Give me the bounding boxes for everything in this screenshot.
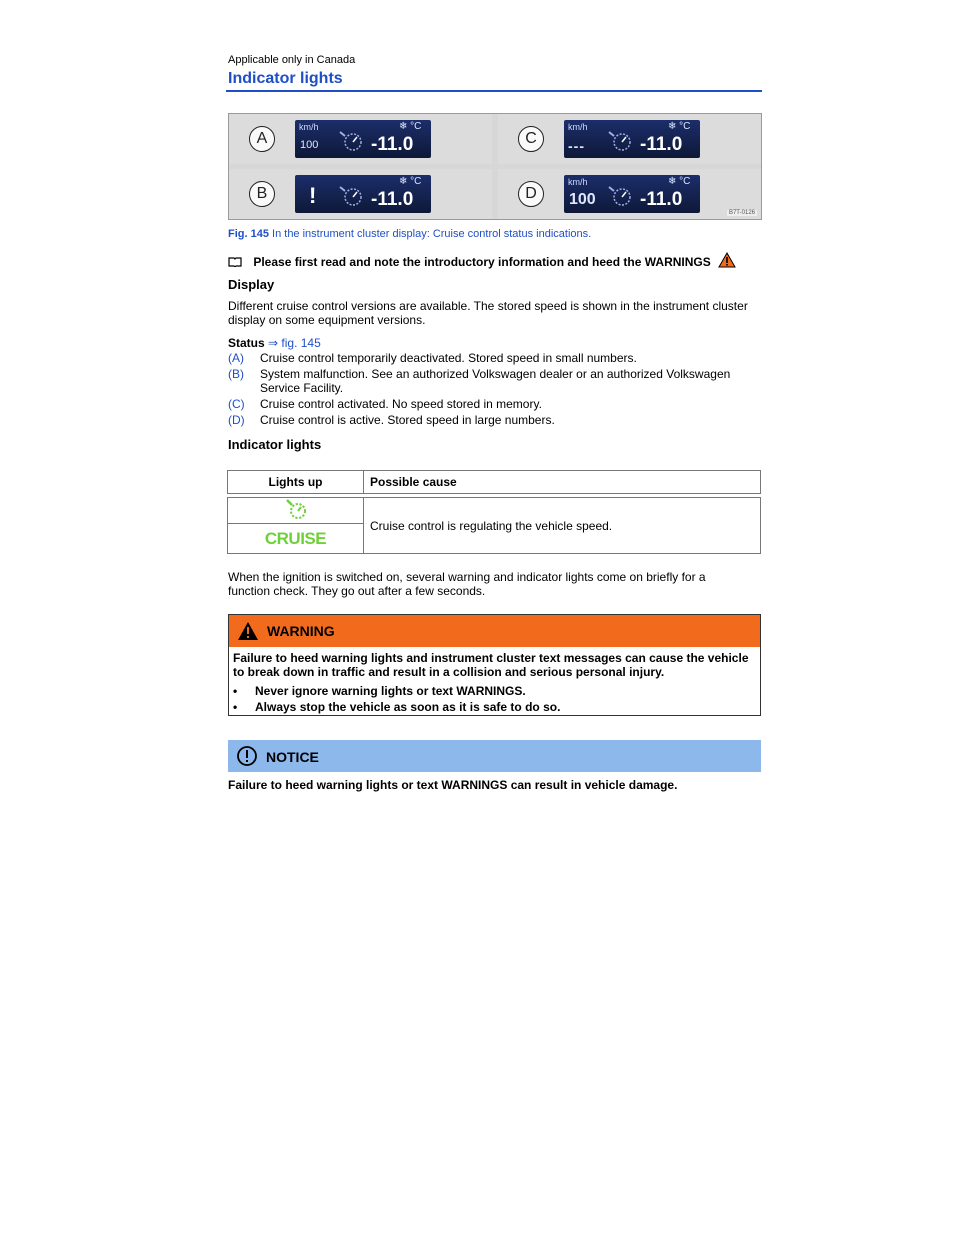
cruise-text-icon: CRUISE	[264, 528, 327, 548]
figure-cell-b: B ! ❄ °C -11.0	[229, 169, 492, 219]
status-item-c: (C) Cruise control activated. No speed s…	[228, 397, 748, 411]
column-header-lights-up: Lights up	[227, 470, 364, 494]
section-label: Applicable only in Canada	[228, 54, 356, 66]
cruise-status-figure: A km/h 100 ❄ °C -11.0 C km/h --- ❄ °C -1…	[228, 113, 762, 220]
indicator-cell	[227, 497, 364, 524]
figure-letter: C	[518, 126, 544, 152]
snowflake-icon: ❄ °C	[399, 121, 422, 132]
cruise-gauge-icon	[339, 186, 362, 206]
cluster-display: km/h 100 ❄ °C -11.0	[295, 120, 431, 158]
column-header-possible-cause: Possible cause	[363, 470, 761, 494]
ignition-note: When the ignition is switched on, severa…	[228, 570, 706, 598]
malfunction-icon: !	[309, 183, 317, 208]
indicator-table: Lights up Possible cause Cruise control …	[227, 470, 761, 554]
temp-unit: °C	[410, 121, 422, 132]
warning-body: Failure to heed warning lights and instr…	[233, 651, 749, 679]
warning-title: WARNING	[267, 623, 335, 639]
cluster-display: km/h 100 ❄ °C -11.0	[564, 175, 700, 213]
speed-unit: km/h	[299, 122, 319, 132]
figure-letter: B	[249, 181, 275, 207]
figure-letter: D	[518, 181, 544, 207]
temp-unit: °C	[679, 121, 691, 132]
outside-temp: -11.0	[371, 189, 414, 210]
snowflake-icon: ❄ °C	[399, 176, 422, 187]
cruise-gauge-icon	[339, 131, 362, 151]
warning-box: WARNING Failure to heed warning lights a…	[228, 614, 761, 716]
read-first-note: Please first read and note the introduct…	[228, 251, 736, 269]
figure-letter: A	[249, 126, 275, 152]
read-first-text: Please first read and note the introduct…	[253, 255, 711, 269]
notice-body: Failure to heed warning lights or text W…	[228, 778, 678, 792]
table-row: Cruise control is regulating the vehicle…	[227, 497, 761, 554]
stored-speed: 100	[569, 191, 596, 208]
status-text: Cruise control temporarily deactivated. …	[260, 351, 637, 365]
warning-header: WARNING	[229, 615, 760, 647]
status-tag: (B)	[228, 367, 244, 381]
snowflake-icon: ❄ °C	[668, 121, 691, 132]
outside-temp: -11.0	[640, 189, 683, 210]
display-body: Different cruise control versions are av…	[228, 299, 748, 327]
figure-caption: Fig. 145 In the instrument cluster displ…	[228, 228, 591, 240]
speed-unit: km/h	[568, 122, 588, 132]
status-tag: (D)	[228, 413, 245, 427]
status-text: Cruise control is active. Stored speed i…	[260, 413, 555, 427]
status-tag: (A)	[228, 351, 244, 365]
table-row: CRUISE	[227, 523, 761, 554]
bullet-icon: •	[233, 700, 238, 714]
figure-caption-label: Fig. 145	[228, 228, 269, 240]
indicator-cell: CRUISE	[227, 523, 364, 554]
bullet-text: Never ignore warning lights or text WARN…	[255, 684, 526, 698]
status-item-d: (D) Cruise control is active. Stored spe…	[228, 413, 748, 427]
table-header-row: Lights up Possible cause	[227, 470, 761, 494]
display-heading: Display	[228, 277, 275, 292]
status-text: Cruise control activated. No speed store…	[260, 397, 542, 411]
warning-triangle-icon	[238, 622, 258, 640]
bullet-icon: •	[233, 684, 238, 698]
status-label: Status	[228, 336, 265, 350]
book-icon	[228, 257, 242, 267]
temp-unit: °C	[679, 176, 691, 187]
status-text: System malfunction. See an authorized Vo…	[260, 367, 731, 395]
figure-link[interactable]: ⇒ fig. 145	[268, 336, 321, 350]
figure-code: B7T-0126	[726, 210, 757, 216]
cruise-control-icon	[285, 499, 306, 519]
status-line: Status ⇒ fig. 145	[228, 336, 321, 350]
notice-header: NOTICE	[228, 740, 761, 772]
cruise-gauge-icon	[608, 131, 631, 151]
status-item-a: (A) Cruise control temporarily deactivat…	[228, 351, 748, 365]
notice-exclamation-icon	[237, 746, 257, 766]
speed-unit: km/h	[568, 177, 588, 187]
temp-unit: °C	[410, 176, 422, 187]
page-title: Indicator lights	[228, 70, 343, 87]
status-item-b: (B) System malfunction. See an authorize…	[228, 367, 748, 395]
figure-cell-a: A km/h 100 ❄ °C -11.0	[229, 114, 492, 164]
bullet-text: Always stop the vehicle as soon as it is…	[255, 700, 561, 714]
outside-temp: -11.0	[640, 134, 683, 155]
cluster-display: km/h --- ❄ °C -11.0	[564, 120, 700, 158]
warning-triangle-icon[interactable]	[718, 251, 736, 268]
status-tag: (C)	[228, 397, 245, 411]
title-divider	[226, 90, 762, 92]
snowflake-icon: ❄ °C	[668, 176, 691, 187]
figure-cell-d: D km/h 100 ❄ °C -11.0	[498, 169, 761, 219]
cluster-display: ! ❄ °C -11.0	[295, 175, 431, 213]
indicator-heading: Indicator lights	[228, 437, 322, 452]
outside-temp: -11.0	[371, 134, 414, 155]
figure-cell-c: C km/h --- ❄ °C -11.0	[498, 114, 761, 164]
figure-caption-text: In the instrument cluster display: Cruis…	[272, 228, 592, 240]
cause-cell: Cruise control is regulating the vehicle…	[363, 497, 761, 554]
cruise-gauge-icon	[608, 186, 631, 206]
notice-title: NOTICE	[266, 749, 319, 765]
stored-speed: 100	[300, 139, 319, 151]
stored-speed: ---	[568, 138, 585, 154]
